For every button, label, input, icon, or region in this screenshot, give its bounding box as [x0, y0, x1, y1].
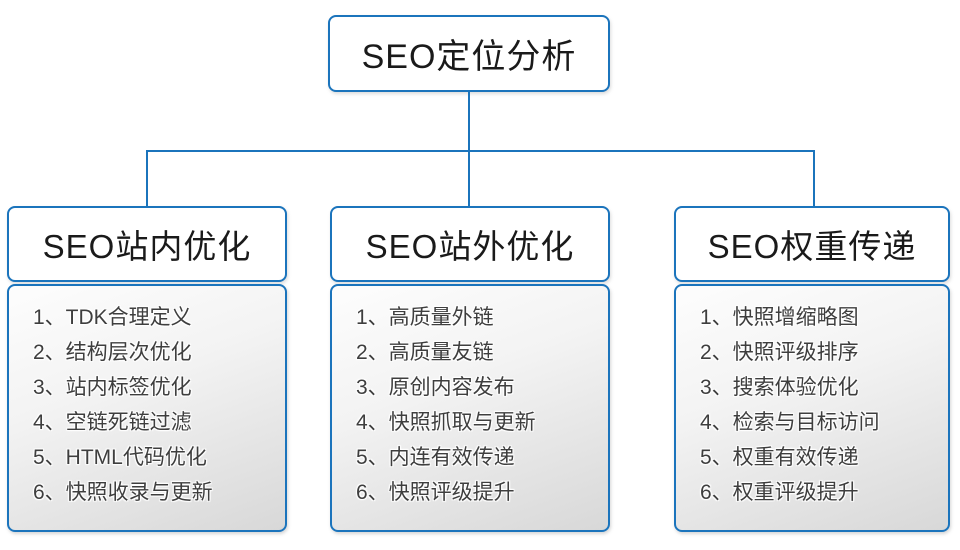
column-weight-header: SEO权重传递	[674, 206, 950, 282]
column-weight-title: SEO权重传递	[707, 228, 917, 265]
list-item: 2、高质量友链	[356, 341, 494, 364]
list-item: 1、TDK合理定义	[33, 306, 192, 329]
column-offsite-list: 1、高质量外链 2、高质量友链 3、原创内容发布 4、快照抓取与更新 5、内连有…	[330, 284, 610, 532]
list-item: 3、原创内容发布	[356, 376, 515, 399]
connector-horizontal	[146, 150, 815, 152]
list-item: 6、快照评级提升	[356, 481, 515, 504]
list-item: 5、HTML代码优化	[33, 446, 207, 469]
list-item: 6、权重评级提升	[700, 481, 859, 504]
list-item: 5、权重有效传递	[700, 446, 859, 469]
list-item: 3、站内标签优化	[33, 376, 192, 399]
column-weight-list: 1、快照增缩略图 2、快照评级排序 3、搜索体验优化 4、检索与目标访问 5、权…	[674, 284, 950, 532]
list-item: 1、高质量外链	[356, 306, 494, 329]
column-onsite-optimization: SEO站内优化 1、TDK合理定义 2、结构层次优化 3、站内标签优化 4、空链…	[7, 206, 287, 532]
root-node-seo-positioning: SEO定位分析	[328, 15, 610, 92]
connector-right-vertical	[813, 150, 815, 207]
column-offsite-title: SEO站外优化	[365, 228, 575, 265]
column-offsite-optimization: SEO站外优化 1、高质量外链 2、高质量友链 3、原创内容发布 4、快照抓取与…	[330, 206, 610, 532]
column-offsite-header: SEO站外优化	[330, 206, 610, 282]
list-item: 4、快照抓取与更新	[356, 411, 536, 434]
column-onsite-list: 1、TDK合理定义 2、结构层次优化 3、站内标签优化 4、空链死链过滤 5、H…	[7, 284, 287, 532]
column-weight-transfer: SEO权重传递 1、快照增缩略图 2、快照评级排序 3、搜索体验优化 4、检索与…	[674, 206, 950, 532]
root-node-title: SEO定位分析	[361, 38, 577, 76]
list-item: 2、结构层次优化	[33, 341, 192, 364]
list-item: 2、快照评级排序	[700, 341, 859, 364]
list-item: 6、快照收录与更新	[33, 481, 213, 504]
list-item: 4、空链死链过滤	[33, 411, 192, 434]
column-onsite-title: SEO站内优化	[42, 228, 252, 265]
list-item: 4、检索与目标访问	[700, 411, 880, 434]
list-item: 3、搜索体验优化	[700, 376, 859, 399]
column-onsite-header: SEO站内优化	[7, 206, 287, 282]
connector-left-vertical	[146, 150, 148, 207]
list-item: 5、内连有效传递	[356, 446, 515, 469]
list-item: 1、快照增缩略图	[700, 306, 859, 329]
connector-root-vertical	[468, 92, 470, 151]
connector-middle-vertical	[468, 150, 470, 207]
